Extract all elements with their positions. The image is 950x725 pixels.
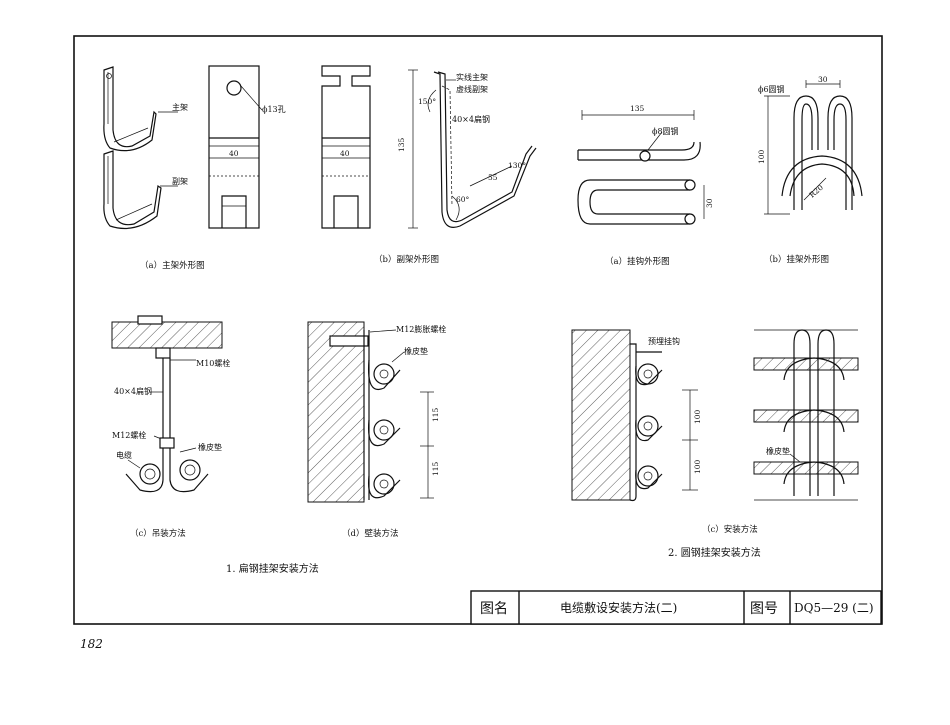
title-name-label: 图名 bbox=[480, 601, 508, 617]
dim-135: 135 bbox=[397, 137, 406, 152]
round-hanger-stack bbox=[753, 329, 859, 501]
dim-40b: 40 bbox=[340, 149, 350, 158]
main-frame-drawing bbox=[103, 66, 178, 229]
label-rubber-pad-3: 橡皮垫 bbox=[766, 446, 790, 456]
dim-150: 150° bbox=[418, 97, 436, 106]
label-round-steel-6: ϕ6圆钢 bbox=[758, 84, 785, 94]
title-block bbox=[470, 590, 882, 625]
dim-30: 30 bbox=[705, 198, 714, 208]
hanger-drawing bbox=[764, 80, 863, 215]
caption-hook: （a）挂钩外形图 bbox=[605, 256, 670, 267]
label-m12-expansion: M12膨胀螺栓 bbox=[396, 324, 446, 334]
main-frame-plate bbox=[208, 65, 263, 229]
frame-profile bbox=[408, 69, 537, 229]
hook-drawing bbox=[577, 110, 705, 225]
label-aux-frame: 副架 bbox=[172, 177, 188, 186]
title-name-value: 电缆敷设安装方法(二) bbox=[560, 600, 677, 615]
section-round-steel: 2. 圆钢挂架安装方法 bbox=[668, 546, 761, 559]
caption-hanging: （c）吊装方法 bbox=[130, 528, 186, 539]
label-solid-main: 实线主架 bbox=[456, 72, 488, 82]
dim-55: 55 bbox=[488, 173, 498, 182]
hanging-install-drawing bbox=[111, 315, 223, 493]
label-flat-steel-2: 40×4扁钢 bbox=[114, 386, 152, 396]
label-rubber-pad-2: 橡皮垫 bbox=[404, 346, 428, 356]
dim-130: 130° bbox=[508, 161, 526, 170]
caption-install: （c）安装方法 bbox=[702, 524, 758, 535]
label-dashed-aux: 虚线副架 bbox=[456, 84, 488, 94]
dim-60: 60° bbox=[456, 195, 470, 204]
label-m12: M12螺栓 bbox=[112, 430, 146, 440]
section-flat-steel: 1. 扁钢挂架安装方法 bbox=[226, 562, 319, 575]
caption-main-frame: （a）主架外形图 bbox=[140, 260, 205, 271]
dim-r20: R20 bbox=[808, 183, 826, 200]
label-cable: 电缆 bbox=[116, 450, 132, 460]
label-flat-steel: 40×4扁钢 bbox=[452, 114, 490, 124]
dim-115b: 115 bbox=[431, 461, 440, 476]
caption-hanger: （b）挂架外形图 bbox=[764, 254, 829, 265]
label-embedded-hook: 预埋挂钩 bbox=[648, 336, 680, 346]
caption-aux-frame: （b）副架外形图 bbox=[374, 254, 439, 265]
label-main-frame: 主架 bbox=[172, 102, 188, 112]
caption-wall: （d）壁装方法 bbox=[342, 528, 398, 539]
aux-frame-plate bbox=[321, 65, 371, 229]
label-m10: M10螺栓 bbox=[196, 358, 230, 368]
title-number-value: DQ5—29 (二) bbox=[794, 601, 874, 615]
label-round-steel-8: ϕ8圆钢 bbox=[652, 126, 679, 136]
label-hole: ϕ13孔 bbox=[262, 105, 286, 114]
dim-100: 100 bbox=[757, 149, 766, 164]
round-install-drawing bbox=[571, 329, 698, 502]
page-number: 182 bbox=[80, 637, 103, 651]
dim-135b: 135 bbox=[630, 104, 645, 113]
wall-install-drawing bbox=[307, 321, 434, 503]
dim-115a: 115 bbox=[431, 407, 440, 422]
title-number-label: 图号 bbox=[750, 601, 778, 617]
dim-100b: 100 bbox=[693, 409, 702, 424]
label-rubber-pad: 橡皮垫 bbox=[198, 442, 222, 452]
dim-40a: 40 bbox=[229, 149, 239, 158]
dim-30b: 30 bbox=[818, 75, 828, 84]
dim-100c: 100 bbox=[693, 459, 702, 474]
